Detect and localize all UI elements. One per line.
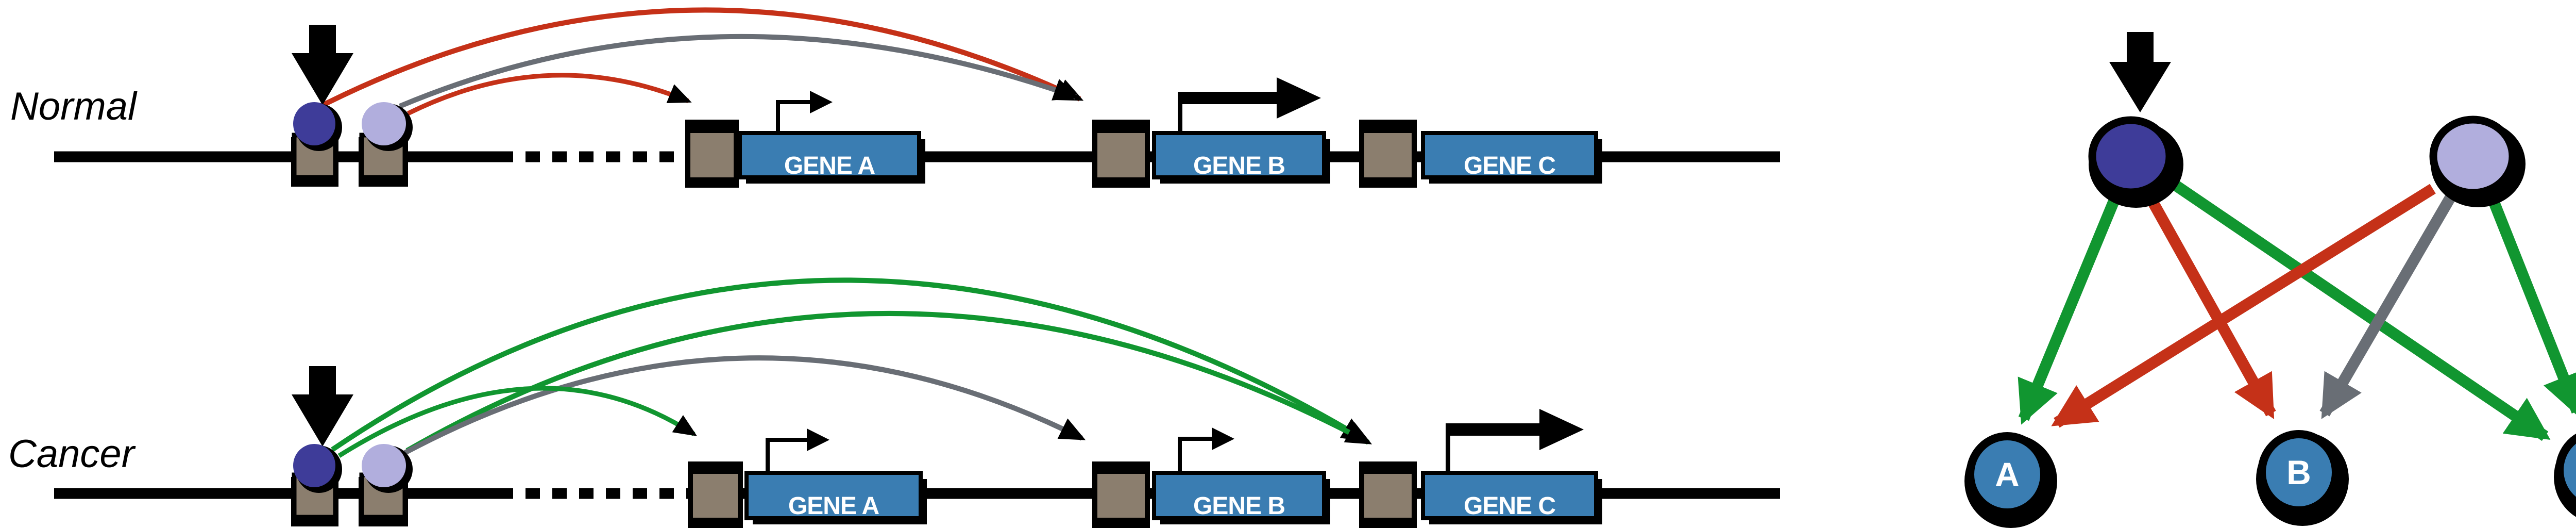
gained-loop-dark-to-gene-c <box>331 277 1368 452</box>
cancer-row-label: Cancer <box>8 432 136 476</box>
gained-loop-light-to-gene-c <box>405 311 1372 453</box>
normal-row-label: Normal <box>10 85 138 128</box>
promoter-box-gene-b <box>1097 474 1145 518</box>
gene-node-c: C <box>2554 433 2576 517</box>
retained-loop-light-to-gene-b <box>403 355 1086 455</box>
cancer-row: Cancer GENE A <box>8 277 1780 528</box>
tss-arrowhead-icon <box>807 428 829 451</box>
promoter-box-gene-c <box>1364 133 1412 177</box>
tf-circle-dark <box>293 444 335 487</box>
tf-circle-dark <box>293 102 335 145</box>
gene-box-gene-b <box>1152 131 1326 179</box>
gene-node-b: B <box>2256 430 2349 526</box>
gained-loop-dark-to-gene-a <box>337 386 698 458</box>
tss-arrowhead-icon <box>1212 427 1234 450</box>
tf-binding-arrow-icon <box>292 25 353 105</box>
lost-loop-light-to-gene-a <box>407 73 692 116</box>
gene-node-circle-a <box>1966 432 2048 517</box>
lost-loop-dark-to-gene-b <box>319 7 1084 109</box>
gene-a-label: GENE A <box>788 492 879 520</box>
gene-c-locus: GENE C <box>1359 409 1602 528</box>
tss-arrow-gene-b <box>1178 437 1212 473</box>
gene-box-gene-b <box>1152 471 1326 520</box>
tss-arrowhead-icon <box>810 91 833 113</box>
gene-b-label: GENE B <box>1193 152 1285 179</box>
edge-gained-dark-to-c <box>2166 176 2551 441</box>
tss-arrowhead-icon <box>1539 409 1584 450</box>
tss-arrow-gene-a <box>776 100 810 133</box>
tss-arrowhead-icon <box>1277 77 1321 119</box>
tf-node-light <box>2429 116 2517 197</box>
promoter-box-gene-b <box>1097 133 1145 177</box>
edge-lost-light-to-a <box>2051 184 2436 428</box>
promoter-box-gene-a <box>693 474 738 518</box>
gene-a-label: GENE A <box>784 152 875 179</box>
promoter-box-gene-a <box>690 133 734 177</box>
regulatory-network: A B C <box>1964 32 2576 528</box>
gene-box-gene-a <box>744 471 923 520</box>
tf-binding-arrow-icon <box>2109 32 2171 112</box>
gene-c-label: GENE C <box>1464 492 1555 520</box>
retained-loop-light-to-gene-b <box>399 34 1080 109</box>
edge-gained-dark-to-a <box>2018 192 2122 425</box>
normal-row: Normal GENE A <box>10 7 1780 188</box>
tf-node-dark <box>2088 116 2174 196</box>
gene-node-a: A <box>1964 432 2057 528</box>
gene-c-label: GENE C <box>1464 152 1555 179</box>
enhancer-cluster <box>291 366 413 526</box>
gene-box-gene-c <box>1421 471 1598 520</box>
tf-circle-light <box>362 102 406 145</box>
gene-b-locus: GENE B <box>1092 427 1330 528</box>
tss-arrow-gene-b-riser <box>1178 98 1182 133</box>
tss-arrow-gene-a <box>766 438 807 473</box>
gene-a-locus: GENE A <box>688 428 927 528</box>
tss-arrow-gene-b-strong <box>1178 92 1277 104</box>
gene-b-locus: GENE B <box>1092 77 1330 188</box>
edge-lost-dark-to-b <box>2144 193 2276 419</box>
gene-a-locus: GENE A <box>685 91 925 188</box>
gene-box-gene-a <box>738 131 921 179</box>
edge-gained-light-to-c <box>2486 193 2576 418</box>
tss-arrow-gene-c-strong <box>1446 423 1539 436</box>
gene-node-b-label: B <box>2286 453 2311 491</box>
gene-box-gene-c <box>1421 131 1598 179</box>
promoter-box-gene-c <box>1364 474 1412 518</box>
gene-node-circle-c <box>2555 433 2576 507</box>
tss-arrow-gene-c-riser <box>1446 433 1450 473</box>
enhancer-cluster <box>291 25 413 187</box>
gene-c-locus: GENE C <box>1359 120 1602 188</box>
gene-node-a-label: A <box>1995 455 2020 493</box>
gene-node-circle-b <box>2258 430 2340 515</box>
edge-retained-light-to-b <box>2319 193 2456 419</box>
tf-binding-arrow-icon <box>292 366 353 447</box>
tf-circle-light <box>362 444 406 487</box>
gene-b-label: GENE B <box>1193 492 1285 520</box>
